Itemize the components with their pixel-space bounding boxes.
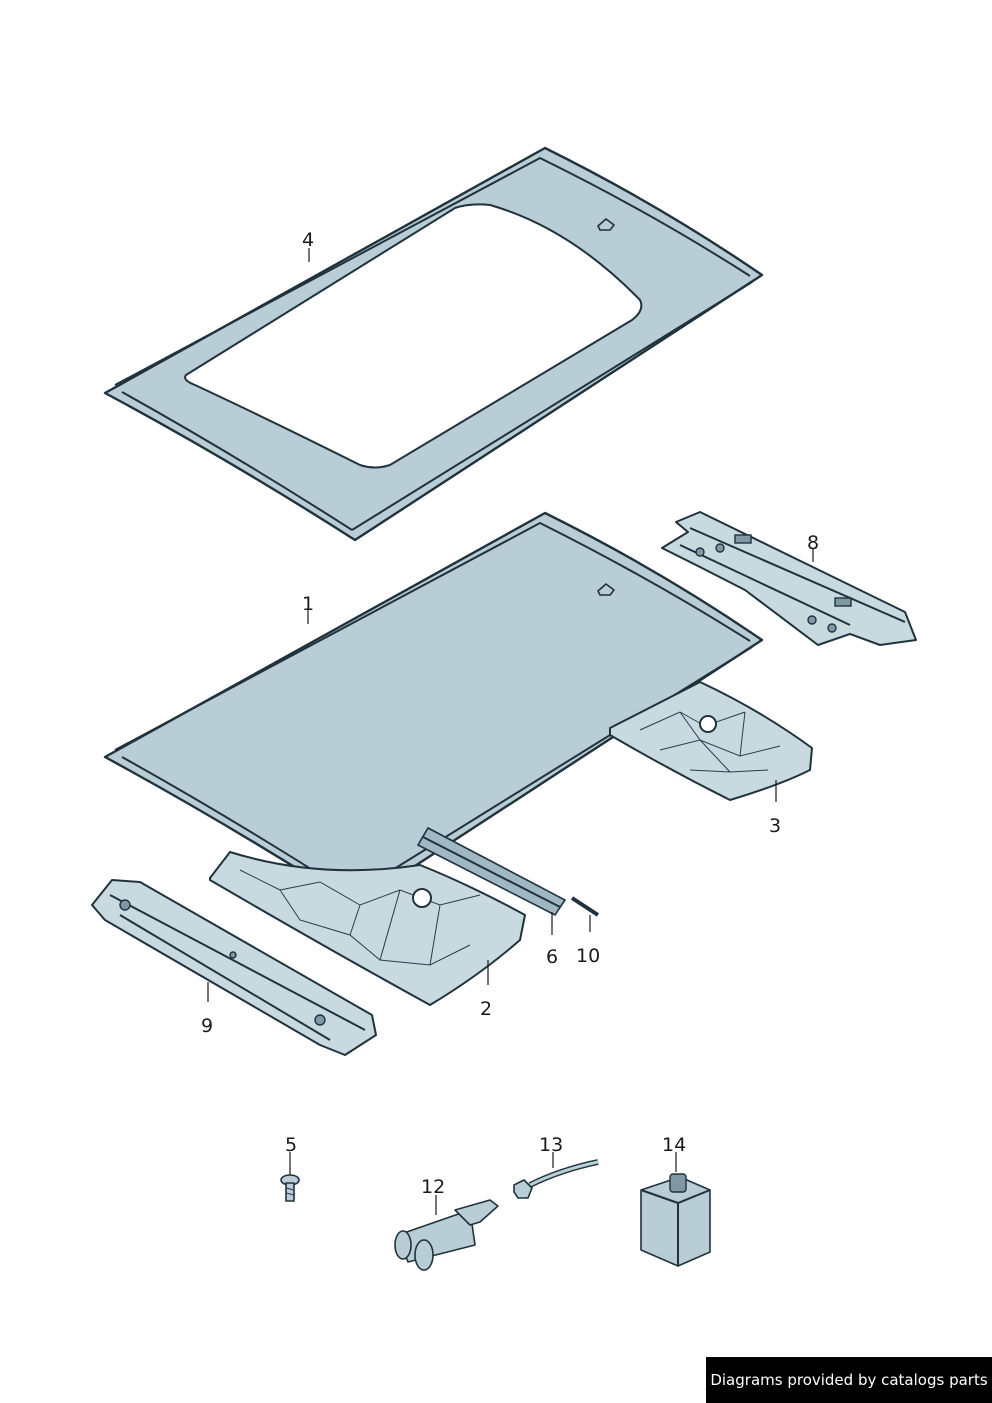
seal-strips [416, 826, 567, 917]
callout-13: 13 [539, 1134, 563, 1156]
adhesive-cartridge [394, 1199, 499, 1271]
hose-nozzle [513, 1159, 599, 1199]
callout-10: 10 [576, 945, 600, 967]
bolt [280, 1174, 300, 1202]
front-cross-member [91, 879, 377, 1056]
callout-1: 1 [302, 593, 314, 615]
callout-8: 8 [807, 532, 819, 554]
pin [570, 896, 600, 917]
callout-4: 4 [302, 229, 314, 251]
callout-3: 3 [769, 815, 781, 837]
leader-lines [207, 248, 814, 1215]
rear-insulation-mat [609, 681, 813, 801]
callout-12: 12 [421, 1176, 445, 1198]
callout-6: 6 [546, 946, 558, 968]
callout-14: 14 [662, 1134, 686, 1156]
callout-2: 2 [480, 998, 492, 1020]
callout-5: 5 [285, 1134, 297, 1156]
callout-labels: 4 1 8 3 2 6 10 9 5 12 13 14 [201, 229, 819, 1198]
roof-panel [103, 511, 764, 907]
front-insulation-mat [209, 851, 526, 1006]
rear-cross-member [661, 511, 917, 646]
roof-panel-with-sunroof [103, 146, 764, 542]
adhesive-bottle [640, 1173, 711, 1267]
watermark-banner: Diagrams provided by catalogs parts [706, 1357, 992, 1403]
callout-9: 9 [201, 1015, 213, 1037]
